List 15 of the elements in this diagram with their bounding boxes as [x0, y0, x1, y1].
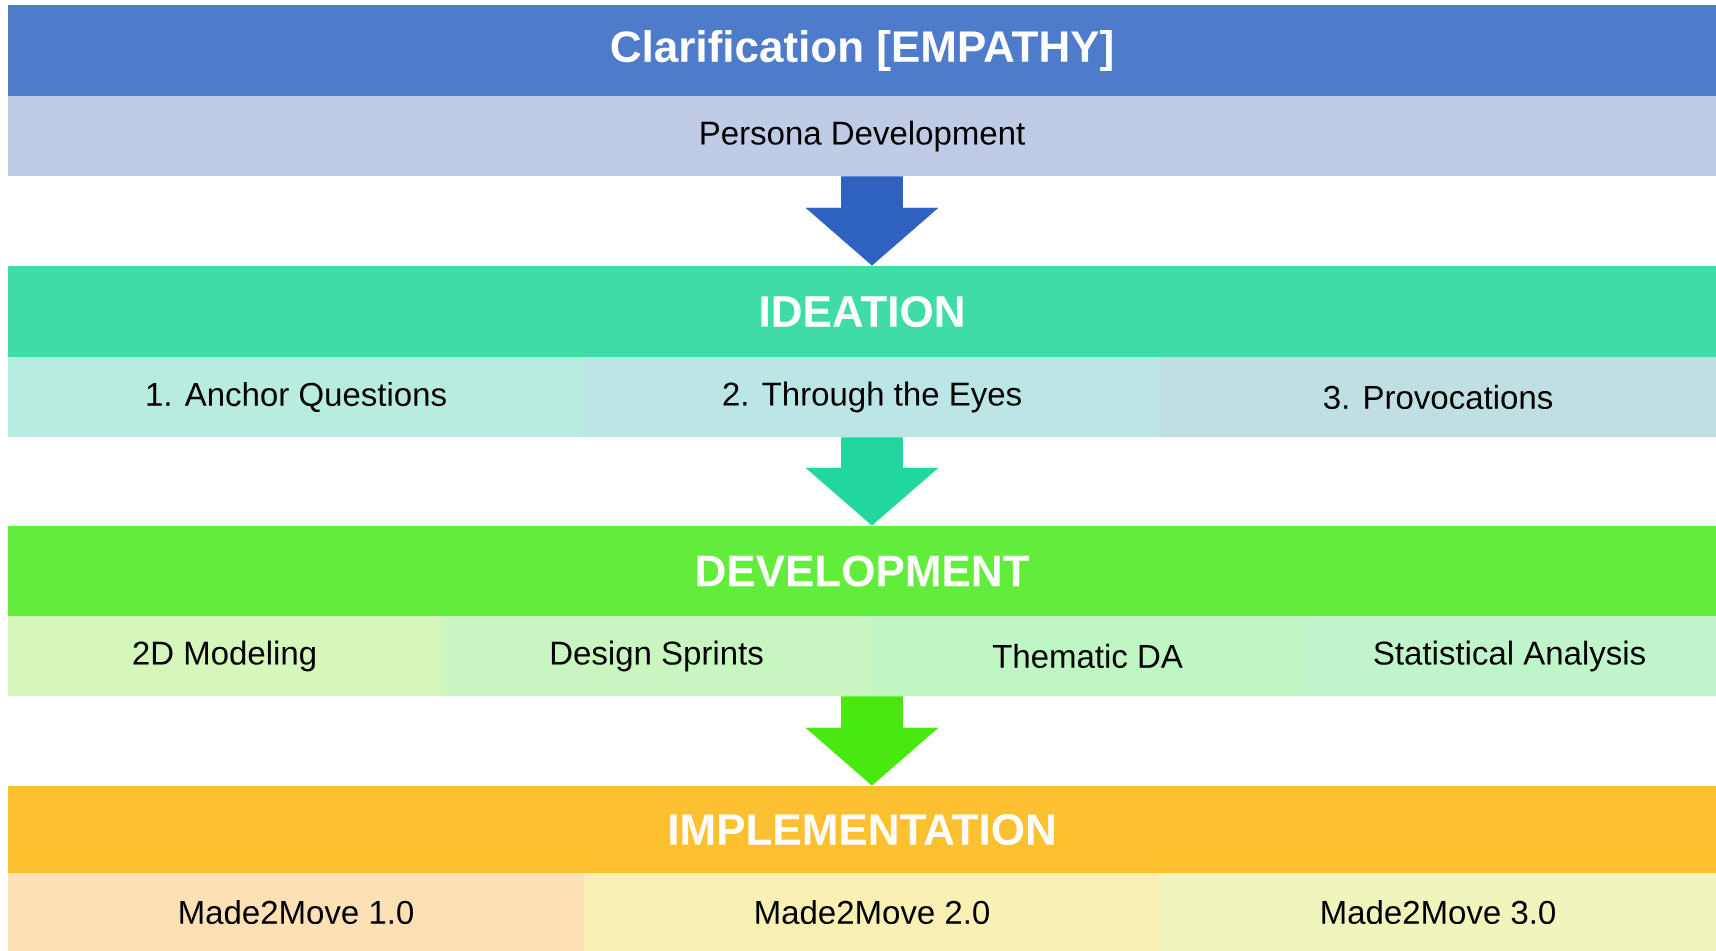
step-cell: Made2Move 3.0 [1160, 873, 1716, 951]
step-cell: Design Sprints [441, 616, 872, 696]
stage-header: IMPLEMENTATION [8, 786, 1716, 873]
step-cell: Persona Development [8, 96, 1716, 176]
step-cell: 2. Through the Eyes [584, 357, 1160, 437]
stage-header: DEVELOPMENT [8, 526, 1716, 616]
step-cell: Made2Move 2.0 [584, 873, 1160, 951]
stage-header: IDEATION [8, 266, 1716, 357]
stage-header: Clarification [EMPATHY] [8, 5, 1716, 96]
step-cell: 1. Anchor Questions [8, 357, 584, 437]
step-cell: 2D Modeling [8, 616, 441, 696]
step-cell: Thematic DA [872, 616, 1303, 696]
step-cell: Made2Move 1.0 [8, 873, 584, 951]
step-cell: Statistical Analysis [1303, 616, 1716, 696]
step-cell: 3. Provocations [1160, 357, 1716, 437]
